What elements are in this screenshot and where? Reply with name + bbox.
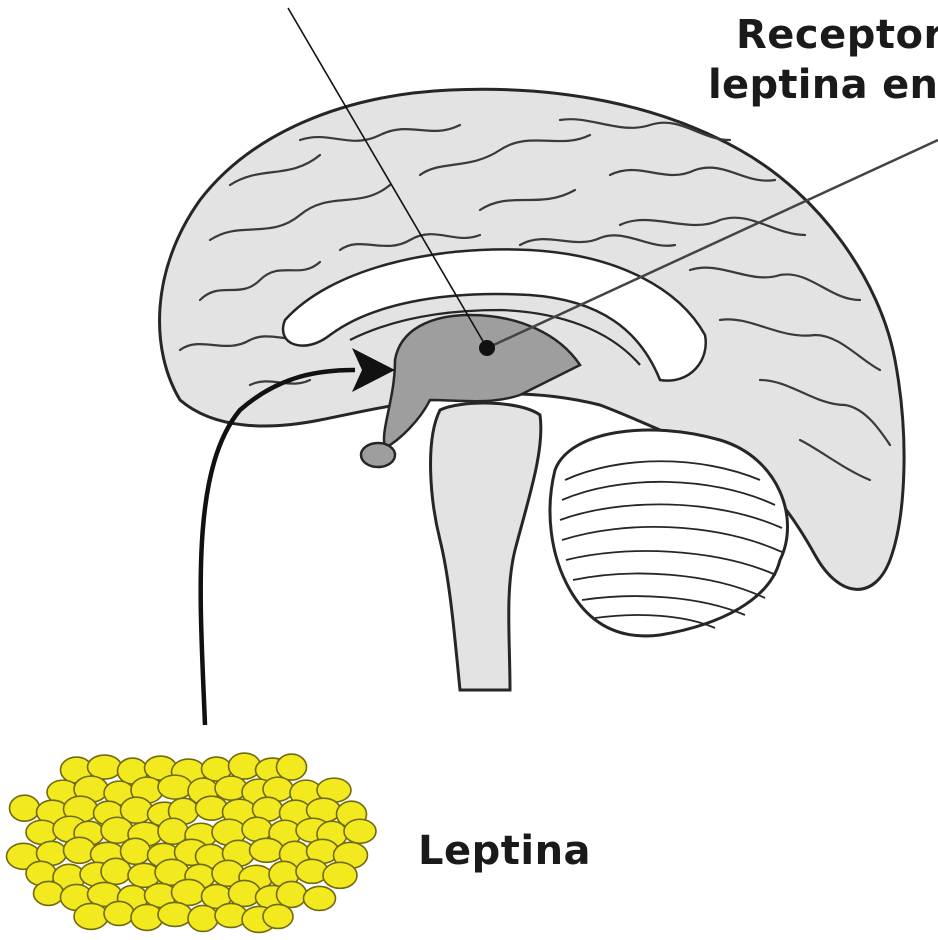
fat-cell: [34, 881, 64, 905]
receptor-label-line2: leptina en: [708, 62, 938, 108]
fat-cell: [10, 795, 40, 821]
fat-tissue-cells: [7, 753, 377, 932]
receptor-dot: [479, 340, 495, 356]
brainstem: [431, 403, 541, 690]
fat-cell: [158, 775, 192, 799]
leptina-label: Leptina: [418, 828, 591, 874]
fat-cell: [277, 881, 307, 907]
fat-cell: [263, 904, 293, 928]
fat-cell: [250, 838, 284, 862]
cerebellum: [550, 430, 788, 636]
fat-cell: [304, 886, 336, 910]
fat-cell: [344, 819, 376, 843]
fat-cell: [277, 754, 307, 780]
fat-cell: [104, 901, 134, 925]
fat-cell: [188, 905, 218, 931]
pituitary: [361, 443, 395, 467]
fat-cell: [323, 862, 357, 888]
fat-cell: [74, 903, 108, 929]
receptor-label-line1: Receptor: [736, 12, 938, 58]
fat-cell: [172, 879, 206, 905]
fat-cell: [101, 858, 131, 884]
fat-cell: [158, 902, 192, 926]
